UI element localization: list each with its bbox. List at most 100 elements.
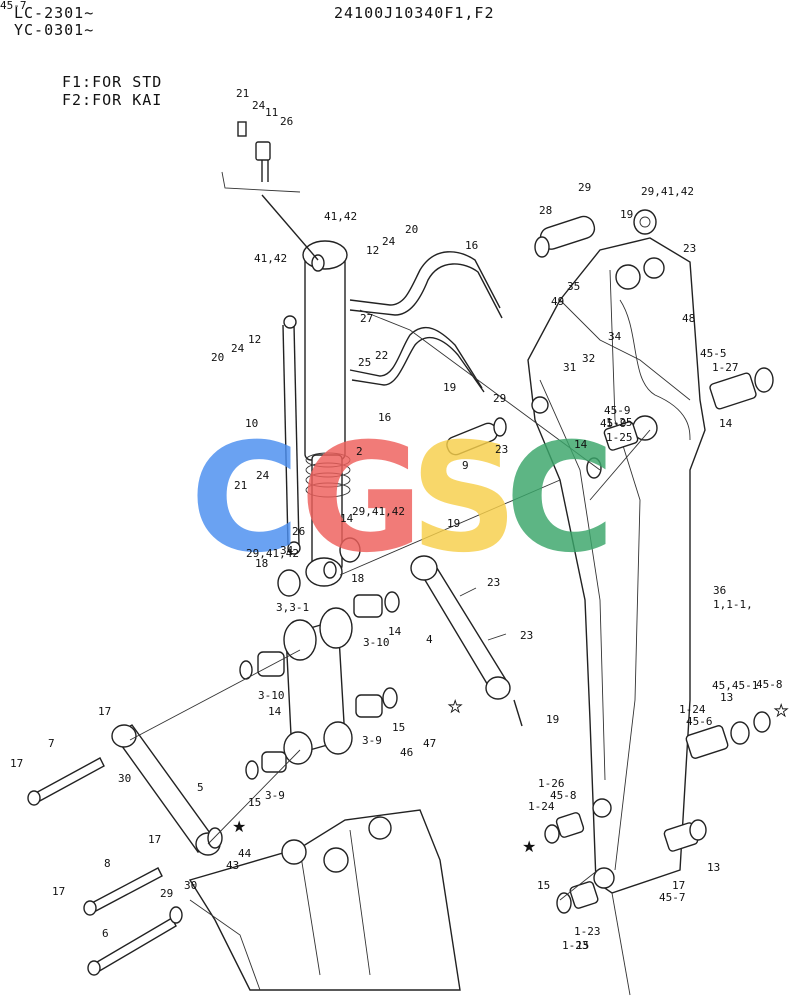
callout-label: 16 — [465, 239, 479, 252]
top-clamp — [221, 121, 319, 261]
callout-label: 49 — [551, 295, 565, 308]
callout-label: 1-25 — [606, 416, 633, 429]
cylinder-assembly — [282, 240, 351, 587]
callout-label: 29 — [160, 887, 174, 900]
watermark-letter-c2: C — [505, 412, 615, 586]
callout-label: 14 — [719, 417, 733, 430]
callout-label: 1-24 — [679, 703, 706, 716]
callout-label: 17 — [98, 705, 112, 718]
leader-lines — [129, 429, 651, 996]
callout-label: 17 — [148, 833, 162, 846]
callout-label: 43 — [226, 859, 240, 872]
callout-label: 48 — [682, 312, 696, 325]
callout-label: 14 — [388, 625, 402, 638]
callout-label: 15 — [576, 939, 590, 952]
callout-label: 18 — [351, 572, 365, 585]
callout-label: 21 — [236, 87, 250, 100]
callout-label: 18 — [255, 557, 269, 570]
callout-label: 29,41,42 — [352, 505, 405, 518]
callout-label: 29,41,42 — [246, 547, 299, 560]
legend-f2: F2:FOR KAI — [62, 91, 163, 109]
watermark-letter-s: S — [410, 412, 518, 586]
callout-label: 14 — [268, 705, 282, 718]
callout-label: 19 — [546, 713, 560, 726]
callout-label: 1-26 — [538, 777, 565, 790]
callout-label: 29 — [578, 181, 592, 194]
callout-label: 3-10 — [363, 636, 390, 649]
callout-label: 1-23 — [574, 925, 601, 938]
callout-label: 15 — [392, 721, 406, 734]
watermark-logo: C G S C — [190, 412, 615, 586]
callout-label: 24 — [252, 99, 266, 112]
callout-label: 15 — [537, 879, 551, 892]
callout-label: 26 — [280, 115, 294, 128]
svg-text:★: ★ — [522, 837, 536, 856]
callout-label: 20 — [211, 351, 225, 364]
callout-label: 13 — [707, 861, 721, 874]
callout-label: 23 — [495, 443, 509, 456]
callout-label: 1-24 — [528, 800, 555, 813]
callout-label: 26 — [292, 525, 306, 538]
callout-label: 19 — [447, 517, 461, 530]
callout-label: 46 — [400, 746, 414, 759]
callout-label: 2 — [356, 445, 363, 458]
callout-label: 29,41,42 — [641, 185, 694, 198]
callout-label: 24 — [256, 469, 270, 482]
callout-label: 23 — [520, 629, 534, 642]
boom-pins — [446, 209, 774, 914]
side-link-pins — [27, 724, 223, 976]
callout-label: 20 — [405, 223, 419, 236]
part-code: 24100J10340F1,F2 — [334, 4, 495, 22]
callout-label: 3-10 — [258, 689, 285, 702]
svg-text:★: ★ — [774, 701, 788, 720]
callout-label: 24 — [382, 235, 396, 248]
callout-label: 45-8 — [756, 678, 783, 691]
callout-label: 17 — [672, 879, 686, 892]
callout-label: 3,3-1 — [276, 601, 310, 614]
callout-label: 36 — [713, 584, 727, 597]
callout-label: 45-8 — [550, 789, 577, 802]
callout-label: 7 — [48, 737, 55, 750]
callout-label: 44 — [238, 847, 252, 860]
model-serial-2: YC-0301~ — [14, 21, 95, 39]
callout-label: 17 — [10, 757, 24, 770]
callout-label: 4 — [426, 633, 433, 646]
svg-text:★: ★ — [232, 817, 246, 836]
callout-label: 45-9 — [604, 404, 631, 417]
callout-label: 14 — [574, 438, 588, 451]
callout-label: 45-7 — [0, 0, 27, 12]
callout-label: 23 — [683, 242, 697, 255]
callout-label: 24 — [231, 342, 245, 355]
model-serial-1: LC-2301~ — [14, 4, 95, 22]
svg-text:★: ★ — [448, 697, 462, 716]
legend-f1: F1:FOR STD — [62, 73, 163, 91]
callout-label: 12 — [248, 333, 262, 346]
callout-label: 47 — [423, 737, 437, 750]
callout-label: 30 — [118, 772, 132, 785]
callout-label: 34 — [280, 544, 294, 557]
callout-label: 45-5 — [700, 347, 727, 360]
callout-label: 34 — [608, 330, 622, 343]
callout-label: 11 — [265, 106, 279, 119]
link-assembly — [239, 537, 523, 780]
callout-label: 12 — [366, 244, 380, 257]
callout-label: 13 — [720, 691, 734, 704]
callout-label: 16 — [378, 411, 392, 424]
callout-label: 25 — [358, 356, 372, 369]
callout-label: 22 — [375, 349, 389, 362]
callout-label: 8 — [104, 857, 111, 870]
callout-label: 21 — [234, 479, 248, 492]
callout-label: 3-9 — [265, 789, 285, 802]
callout-label: 23 — [487, 576, 501, 589]
hydraulic-hoses — [349, 251, 601, 471]
callout-label: 1-25 — [606, 431, 633, 444]
callout-label: 28 — [539, 204, 553, 217]
callout-label: 1-27 — [712, 361, 739, 374]
callout-label: 15 — [248, 796, 262, 809]
callout-label: 30 — [184, 879, 198, 892]
callout-label: 41,42 — [324, 210, 358, 223]
bucket-assembly — [188, 809, 461, 991]
callout-label: 19 — [443, 381, 457, 394]
